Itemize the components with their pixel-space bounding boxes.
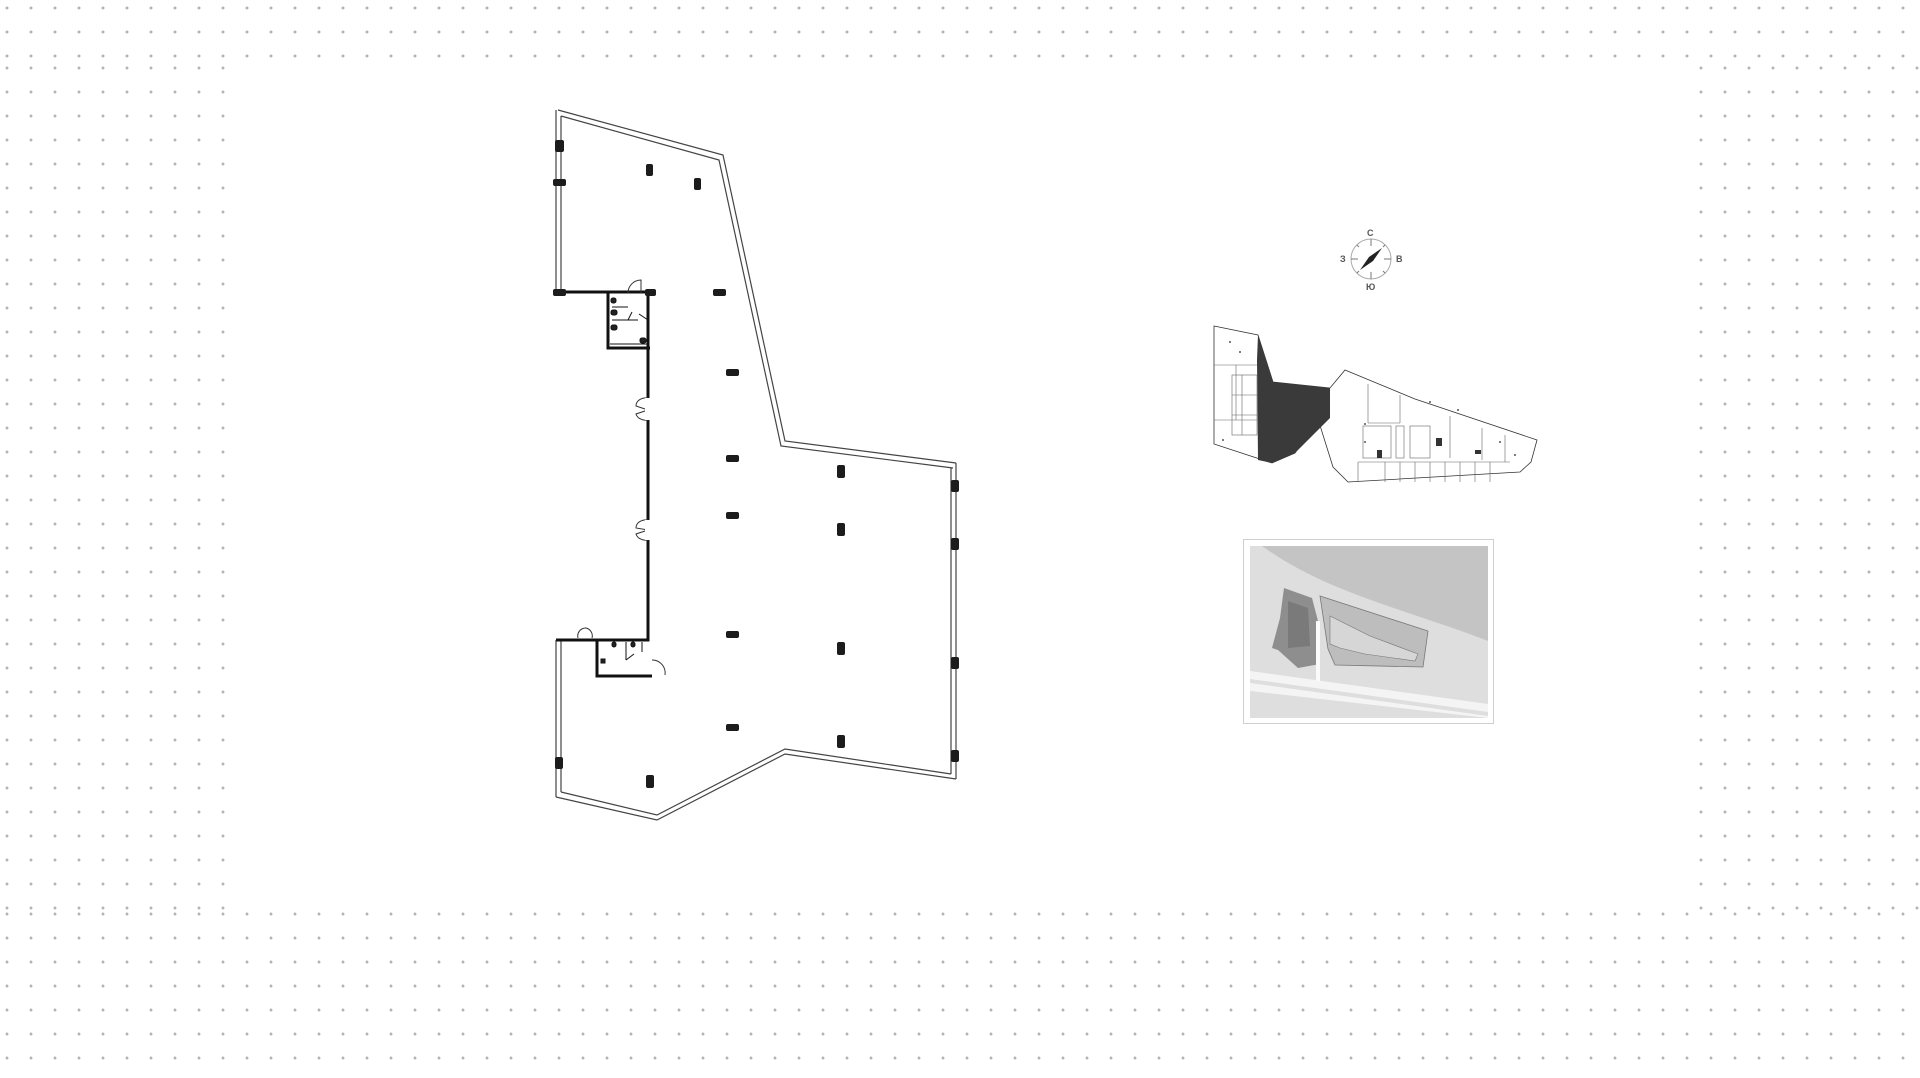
compass-west-label: З [1340, 254, 1346, 264]
structural-columns [553, 140, 959, 788]
dot-grid-left [0, 60, 226, 918]
highlighted-unit [1257, 335, 1330, 463]
compass-east-label: В [1396, 254, 1403, 264]
core-fixtures [600, 297, 649, 664]
compass-icon [1350, 238, 1392, 280]
compass-rose: С В Ю З [1338, 224, 1404, 296]
door-swings [577, 279, 666, 676]
site-map-frame [1243, 539, 1494, 724]
dot-grid-right [1694, 60, 1920, 918]
dot-grid-bottom [0, 906, 1920, 1078]
compass-north-label: С [1367, 228, 1374, 238]
interior-wall [556, 290, 652, 678]
compass-south-label: Ю [1366, 282, 1376, 292]
key-plan [1213, 325, 1538, 483]
site-map [1250, 546, 1488, 718]
dot-grid-top [0, 0, 1920, 60]
